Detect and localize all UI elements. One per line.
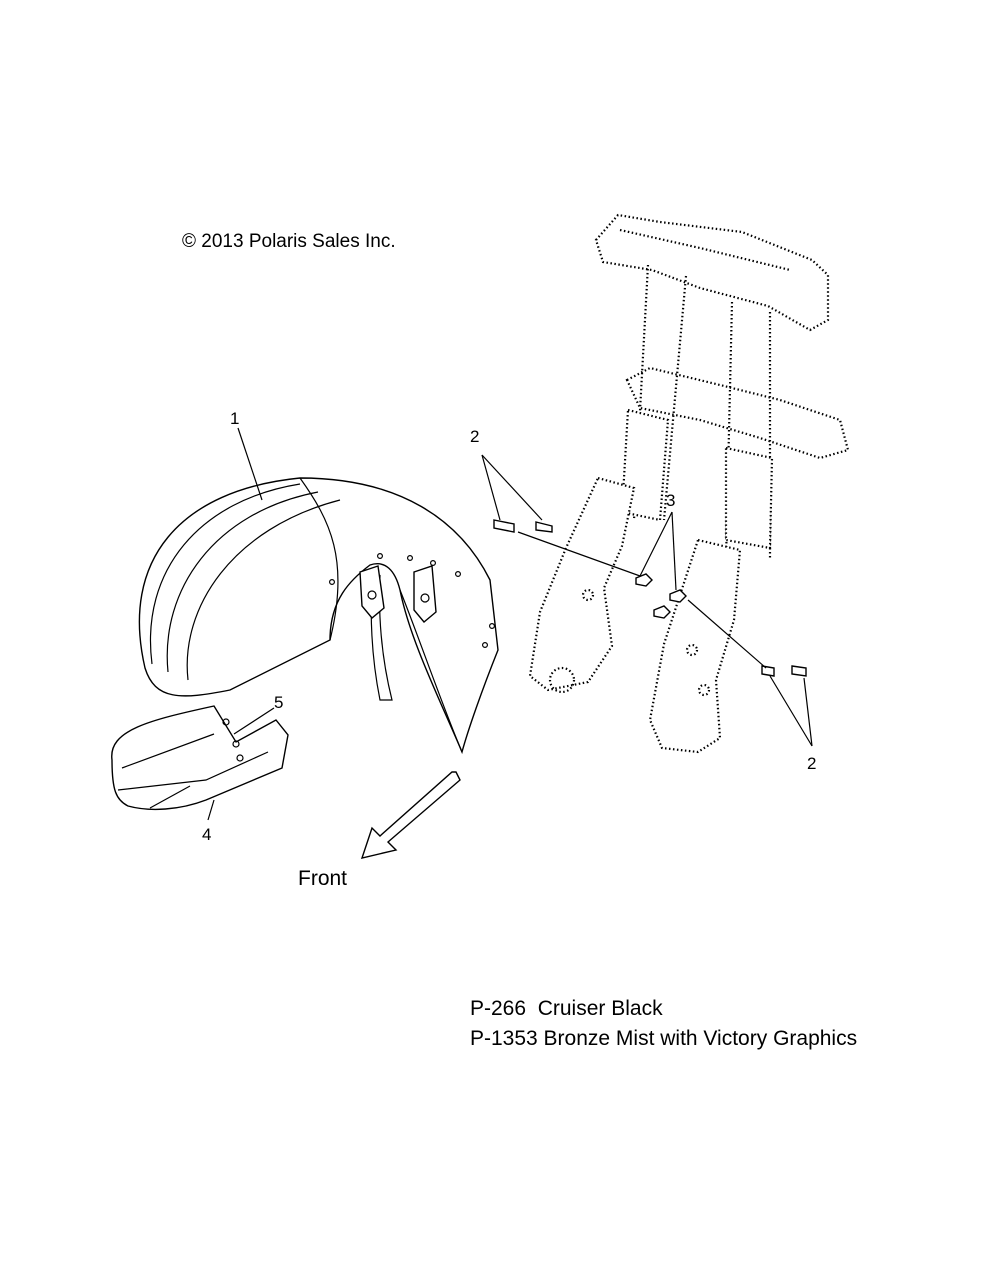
front-direction-arrow — [360, 771, 461, 859]
bolts-upper — [493, 519, 553, 533]
front-direction-label: Front — [298, 867, 348, 890]
color-code-2: P-1353 Bronze Mist with Victory Graphics — [470, 1027, 858, 1050]
callout-3: 3 — [666, 491, 676, 510]
callout-4: 4 — [202, 825, 212, 844]
color-code-1: P-266 Cruiser Black — [470, 997, 663, 1020]
callout-2-upper: 2 — [470, 427, 480, 446]
callout-leaders — [207, 427, 813, 821]
front-fork-assembly — [528, 213, 850, 754]
nuts — [635, 573, 687, 619]
callout-2-lower: 2 — [807, 754, 817, 773]
bolts-lower — [761, 665, 807, 677]
callout-1: 1 — [230, 409, 240, 428]
callout-5: 5 — [274, 693, 284, 712]
front-fender — [138, 477, 499, 755]
copyright-notice: © 2013 Polaris Sales Inc. — [182, 231, 396, 252]
fender-trim — [111, 705, 289, 811]
